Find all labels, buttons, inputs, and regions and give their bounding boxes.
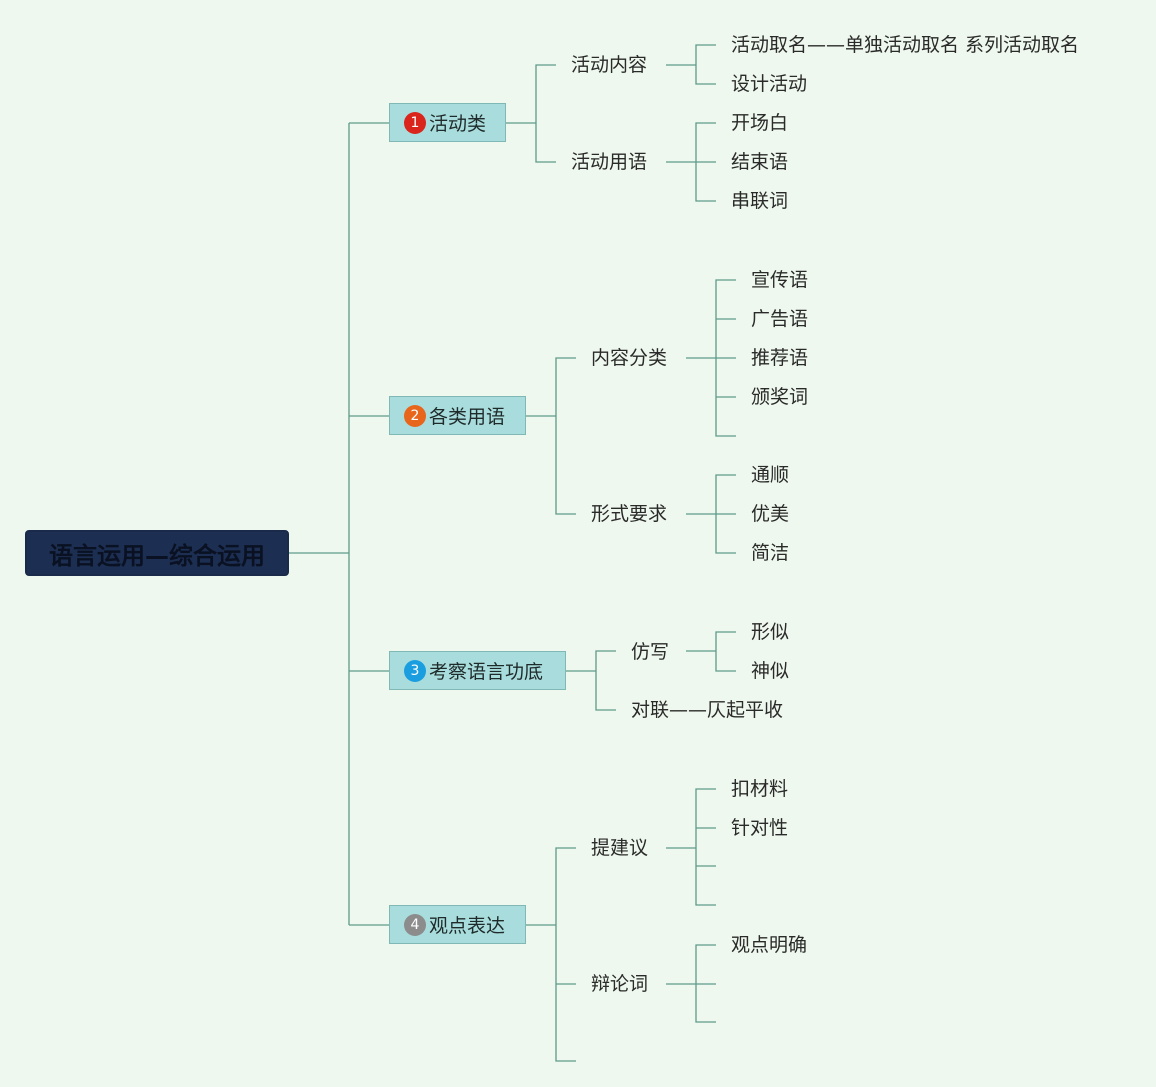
branch-label: 考察语言功底	[429, 661, 544, 683]
leaf-node[interactable]: 开场白	[731, 112, 789, 134]
leaf-node[interactable]: 扣材料	[731, 778, 789, 800]
leaf-node[interactable]: 优美	[751, 503, 790, 525]
branch-phrases[interactable]: 2 各类用语	[389, 396, 526, 435]
connector-line	[715, 631, 736, 672]
connector-line	[555, 357, 576, 515]
branch-label: 活动类	[429, 113, 487, 135]
leaf-node[interactable]: 广告语	[751, 308, 809, 330]
leaf-node[interactable]: 宣传语	[751, 269, 809, 291]
leaf-node[interactable]: 推荐语	[751, 347, 809, 369]
leaf-node[interactable]: 神似	[751, 660, 790, 682]
number-badge-icon: 1	[404, 111, 426, 134]
branch-opinion[interactable]: 4 观点表达	[389, 905, 526, 944]
subtopic-imitation[interactable]: 仿写	[631, 641, 670, 663]
leaf-node[interactable]: 颁奖词	[751, 386, 809, 408]
leaf-node[interactable]: 设计活动	[731, 73, 808, 95]
subtopic-activity-content[interactable]: 活动内容	[571, 54, 648, 76]
number-badge-icon: 2	[404, 404, 426, 427]
branch-language-skill[interactable]: 3 考察语言功底	[389, 651, 566, 690]
connector-line	[595, 650, 616, 711]
subtopic-suggestion[interactable]: 提建议	[591, 837, 649, 859]
root-title: 语言运用—综合运用	[49, 541, 265, 570]
subtopic-activity-language[interactable]: 活动用语	[571, 151, 648, 173]
connector-line	[555, 847, 576, 1062]
leaf-node[interactable]: 活动取名——单独活动取名 系列活动取名	[731, 34, 1080, 56]
connector-line	[535, 64, 556, 163]
branch-label: 各类用语	[429, 406, 506, 428]
leaf-node[interactable]: 通顺	[751, 464, 790, 486]
subtopic-couplet[interactable]: 对联——仄起平收	[631, 699, 784, 721]
number-badge-icon: 3	[404, 659, 426, 682]
subtopic-form-requirement[interactable]: 形式要求	[591, 503, 668, 525]
leaf-node[interactable]: 形似	[751, 621, 790, 643]
subtopic-debate[interactable]: 辩论词	[591, 973, 649, 995]
connector-line	[695, 788, 716, 906]
branch-activity[interactable]: 1 活动类	[389, 103, 506, 142]
subtopic-content-category[interactable]: 内容分类	[591, 347, 668, 369]
root-node[interactable]: 语言运用—综合运用	[25, 530, 289, 576]
leaf-node[interactable]: 简洁	[751, 542, 790, 564]
connector-line	[695, 44, 716, 85]
leaf-node[interactable]: 针对性	[731, 817, 789, 839]
number-badge-icon: 4	[404, 913, 426, 936]
branch-label: 观点表达	[429, 915, 506, 937]
leaf-node[interactable]: 观点明确	[731, 934, 808, 956]
leaf-node[interactable]: 结束语	[731, 151, 789, 173]
leaf-node[interactable]: 串联词	[731, 190, 789, 212]
